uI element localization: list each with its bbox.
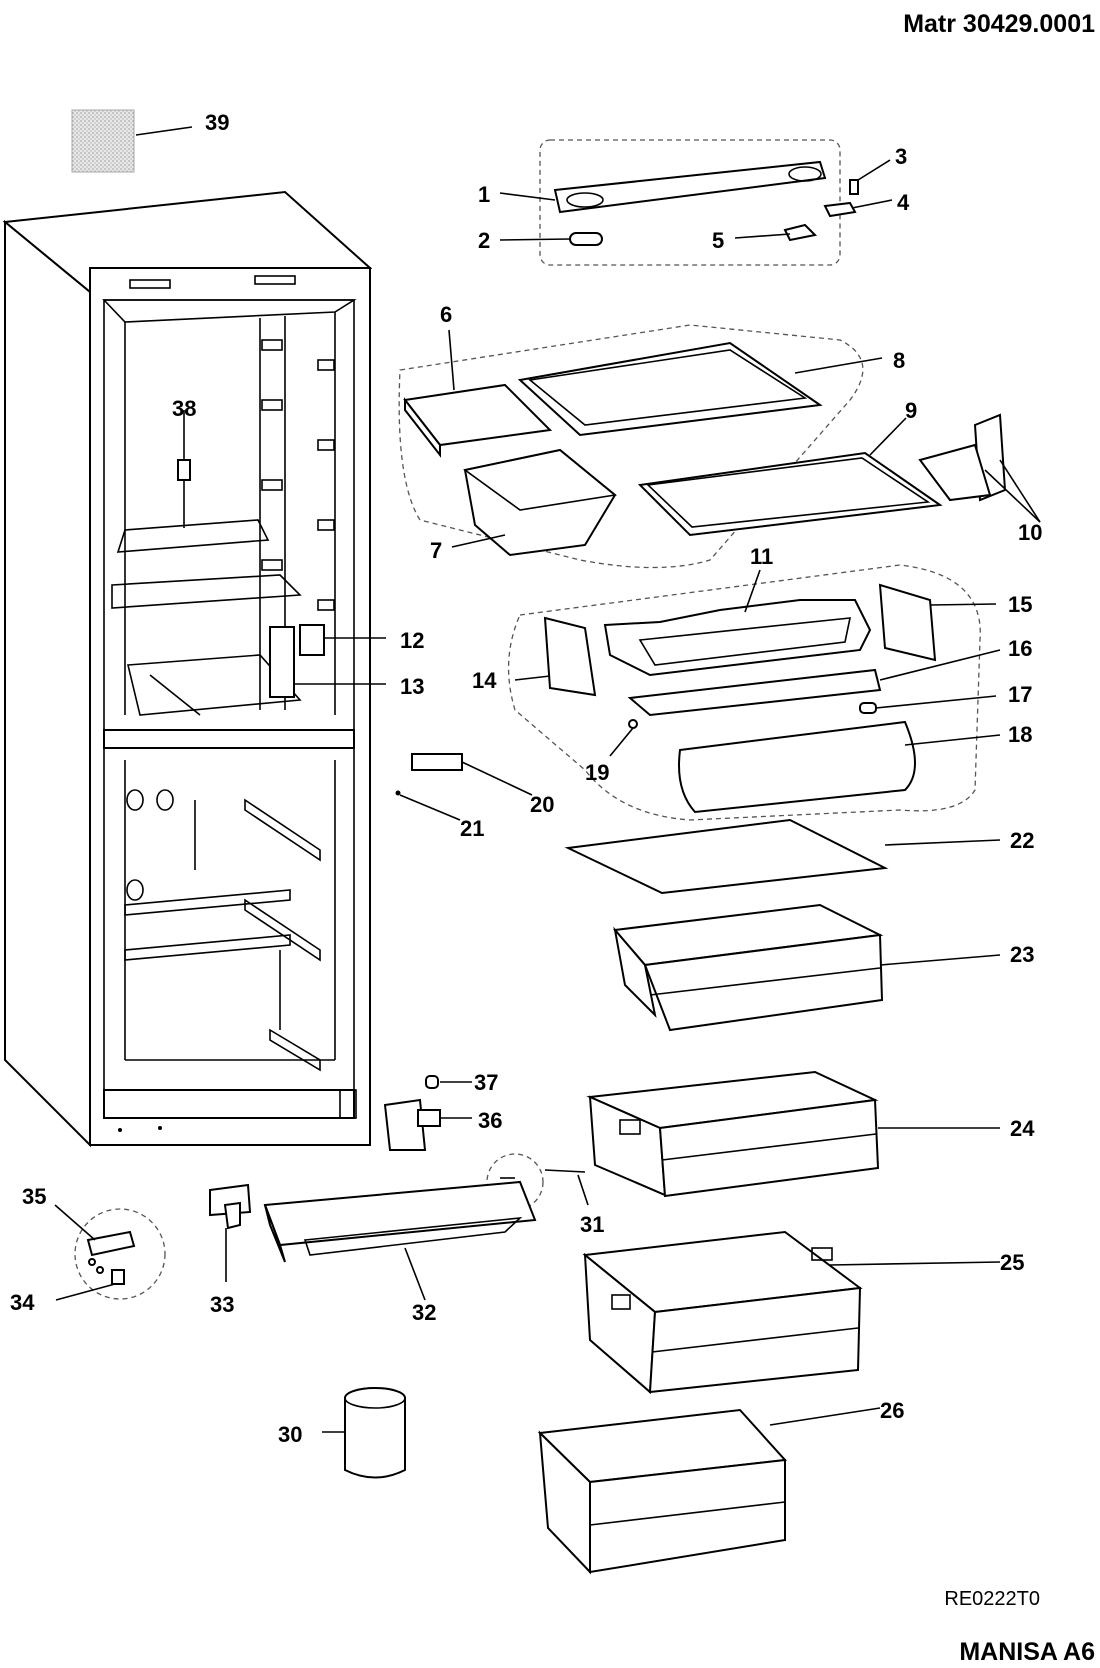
label-37: 37 bbox=[474, 1070, 498, 1095]
label-32: 32 bbox=[412, 1300, 436, 1325]
part-30-cylinder bbox=[322, 1387, 406, 1479]
label-12: 12 bbox=[400, 628, 424, 653]
part-22-glass-plate bbox=[564, 818, 1001, 895]
part-group-door-box bbox=[507, 564, 1001, 821]
part-39-label-plate bbox=[71, 109, 193, 173]
part-33-bracket bbox=[209, 1183, 252, 1282]
label-17: 17 bbox=[1008, 682, 1032, 707]
label-11: 11 bbox=[750, 544, 773, 569]
cabinet bbox=[2, 190, 373, 1148]
label-20: 20 bbox=[530, 792, 554, 817]
label-8: 8 bbox=[893, 348, 905, 373]
label-5: 5 bbox=[712, 228, 724, 253]
part-12-13-controls bbox=[269, 624, 386, 698]
label-19: 19 bbox=[585, 760, 609, 785]
label-39: 39 bbox=[205, 110, 229, 135]
diagram-code: RE0222T0 bbox=[944, 1588, 1040, 1610]
part-20-hinge bbox=[411, 753, 533, 796]
matr-number: Matr 30429.0001 bbox=[903, 10, 1095, 38]
label-16: 16 bbox=[1008, 636, 1032, 661]
part-26-drawer bbox=[537, 1407, 881, 1575]
part-38-sensor bbox=[177, 410, 191, 528]
part-10-bracket bbox=[918, 413, 1041, 523]
label-18: 18 bbox=[1008, 722, 1032, 747]
label-6: 6 bbox=[440, 302, 452, 327]
part-24-drawer bbox=[586, 1070, 1000, 1198]
part-labels: 39 38 12 13 1 2 3 4 5 6 7 8 9 10 11 14 1… bbox=[10, 110, 1042, 1447]
label-23: 23 bbox=[1010, 942, 1034, 967]
label-21: 21 bbox=[460, 816, 484, 841]
label-9: 9 bbox=[905, 398, 917, 423]
label-25: 25 bbox=[1000, 1250, 1024, 1275]
label-35: 35 bbox=[22, 1184, 46, 1209]
label-34: 34 bbox=[10, 1290, 35, 1315]
label-33: 33 bbox=[210, 1292, 234, 1317]
label-30: 30 bbox=[278, 1422, 302, 1447]
label-15: 15 bbox=[1008, 592, 1032, 617]
label-24: 24 bbox=[1010, 1116, 1035, 1141]
part-31-pin bbox=[486, 1153, 589, 1211]
part-group-shelves bbox=[398, 324, 943, 569]
label-38: 38 bbox=[172, 396, 196, 421]
label-14: 14 bbox=[472, 668, 497, 693]
part-34-35-hinge-kit bbox=[54, 1204, 166, 1301]
part-21-screw bbox=[395, 790, 461, 821]
label-4: 4 bbox=[897, 190, 910, 215]
part-group-handle bbox=[499, 139, 893, 266]
label-36: 36 bbox=[478, 1108, 502, 1133]
label-26: 26 bbox=[880, 1398, 904, 1423]
model-name: MANISA A6 bbox=[959, 1638, 1095, 1666]
label-31: 31 bbox=[580, 1212, 604, 1237]
label-1: 1 bbox=[478, 182, 490, 207]
part-32-bottom-shelf bbox=[263, 1180, 537, 1301]
label-7: 7 bbox=[430, 538, 442, 563]
label-3: 3 bbox=[895, 144, 907, 169]
label-13: 13 bbox=[400, 674, 424, 699]
part-23-drawer bbox=[613, 903, 1001, 1032]
part-36-37-hinge bbox=[383, 1075, 472, 1151]
label-22: 22 bbox=[1010, 828, 1034, 853]
label-10: 10 bbox=[1018, 520, 1042, 545]
label-2: 2 bbox=[478, 228, 490, 253]
part-25-drawer bbox=[582, 1230, 1001, 1395]
